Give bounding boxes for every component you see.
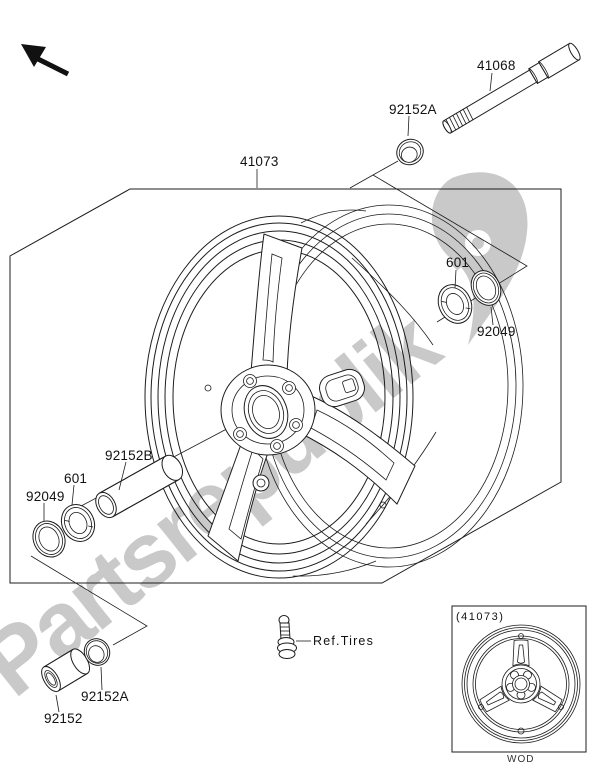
inset-title: (41073) xyxy=(456,611,504,623)
hub-bolt-bosses xyxy=(233,374,303,453)
part-label-bearing-right: 601 xyxy=(446,255,469,270)
spacer-tube-drawing xyxy=(95,454,184,519)
part-label-collar-bottom: 92152 xyxy=(44,711,83,726)
part-label-spacer-tube: 92152B xyxy=(105,448,153,463)
seal-left-drawing xyxy=(32,520,66,558)
part-labels: 41068 92152A 41073 601 92049 92152B 601 … xyxy=(26,58,534,765)
label-leaders xyxy=(43,72,494,713)
wheel-front-rim xyxy=(144,215,414,579)
part-label-seal-right: 92049 xyxy=(477,324,516,339)
part-label-wheel: 41073 xyxy=(240,154,279,169)
ring-bottom-drawing xyxy=(83,638,111,666)
cursor-arrow-icon xyxy=(21,44,70,77)
cap-top-drawing xyxy=(396,138,424,166)
inset-wheel-spoke xyxy=(512,639,530,667)
watermark-logo xyxy=(431,172,528,345)
collar-bottom-drawing xyxy=(41,648,91,693)
front-wheel-drawing xyxy=(144,204,524,579)
wheel-web-opening xyxy=(319,368,365,408)
part-label-ring-bottom: 92152A xyxy=(81,689,129,704)
diagram-frame xyxy=(9,188,562,584)
inset-frame xyxy=(451,605,587,753)
inset-front-view xyxy=(451,605,587,753)
bearing-right-drawing xyxy=(437,284,473,324)
valve-stem-drawing xyxy=(277,615,297,659)
part-label-tires-ref: Ref.Tires xyxy=(313,634,374,648)
axle-drawing xyxy=(442,42,581,134)
bearing-left-drawing xyxy=(60,504,96,542)
wheel-hub xyxy=(220,364,316,456)
part-label-axle: 41068 xyxy=(477,58,516,73)
inset-wheel-hub xyxy=(501,664,541,704)
wheel-spokes xyxy=(207,233,416,562)
inset-code: WOD xyxy=(507,754,534,765)
part-label-bearing-left: 601 xyxy=(64,471,87,486)
part-label-seal-left: 92049 xyxy=(26,489,65,504)
seal-right-drawing xyxy=(470,270,502,306)
rim-valve-hole xyxy=(252,474,270,492)
part-label-cap-top: 92152A xyxy=(389,102,437,117)
axle-threads xyxy=(445,107,474,133)
